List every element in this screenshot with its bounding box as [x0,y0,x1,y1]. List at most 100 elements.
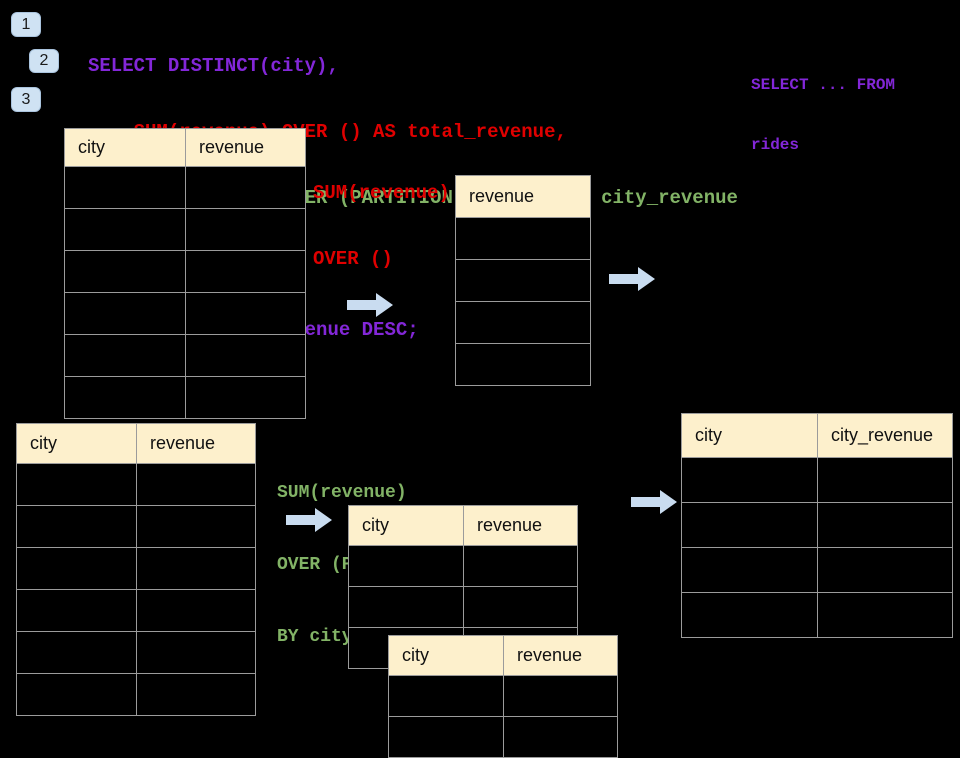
table-header-cell: city_revenue [817,413,953,458]
table-header-cell: city [388,635,504,676]
table-header-cell: revenue [185,128,306,167]
table-header-row: city revenue [64,128,306,167]
table-row [455,343,591,386]
table-cell [388,675,504,717]
table-row [16,631,256,674]
total-revenue-note: SUM(revenue) OVER () [313,138,450,292]
table-row [16,673,256,716]
table-cell [817,592,953,638]
table-row [16,463,256,506]
table-row [64,376,306,419]
table-cell [681,592,818,638]
table-row [681,592,953,638]
note-line: SUM(revenue) [313,182,450,204]
table-cell [185,376,306,419]
note-line: SUM(revenue) [277,483,407,503]
table-cell [185,208,306,251]
table-header-row: city revenue [16,423,256,464]
table-cell [455,301,591,344]
step-badge-3: 3 [11,87,41,112]
table-cell [388,716,504,758]
table-row [455,217,591,260]
table-header-row: city revenue [388,635,618,676]
table-cell [503,675,618,717]
side-note-line: rides [751,136,800,154]
table-result: city city_revenue [681,413,953,638]
table-cell [16,589,137,632]
table-row [388,675,618,717]
table-cell [681,502,818,548]
step-badge-2: 2 [29,49,59,73]
table-row [388,716,618,758]
table-cell [64,376,186,419]
table-source-top: city revenue [64,128,306,419]
table-total-revenue: revenue [455,175,591,386]
arrow-right-icon [631,490,677,514]
table-header-cell: revenue [455,175,591,218]
table-cell [64,166,186,209]
table-row [16,505,256,548]
table-cell [64,250,186,293]
table-row [64,334,306,377]
table-cell [817,457,953,503]
table-cell [185,292,306,335]
table-row [348,586,578,628]
table-header-cell: revenue [463,505,578,546]
table-header-cell: revenue [503,635,618,676]
table-cell [136,673,256,716]
table-cell [16,673,137,716]
table-cell [455,217,591,260]
table-header-row: city revenue [348,505,578,546]
table-cell [503,716,618,758]
table-row [64,208,306,251]
table-cell [681,547,818,593]
table-row [348,545,578,587]
table-cell [64,208,186,251]
select-from-note: SELECT ... FROM rides [751,35,895,175]
arrow-right-icon [347,293,393,317]
table-cell [16,631,137,674]
table-row [455,301,591,344]
table-cell [136,505,256,548]
table-row [16,547,256,590]
table-cell [16,547,137,590]
table-source-bottom: city revenue [16,423,256,716]
code-line-select: SELECT DISTINCT(city), [88,55,339,77]
arrow-right-icon [609,267,655,291]
table-header-cell: revenue [136,423,256,464]
table-row [16,589,256,632]
table-cell [463,586,578,628]
table-header-cell: city [16,423,137,464]
table-header-cell: city [64,128,186,167]
table-cell [136,631,256,674]
table-cell [348,545,464,587]
table-cell [681,457,818,503]
table-row [64,166,306,209]
table-cell [136,463,256,506]
table-cell [463,545,578,587]
table-cell [185,250,306,293]
table-cell [185,166,306,209]
table-cell [817,547,953,593]
arrow-right-icon [286,508,332,532]
note-line: OVER () [313,248,393,270]
table-cell [16,463,137,506]
table-row [681,457,953,503]
table-cell [348,586,464,628]
table-cell [136,547,256,590]
table-header-cell: city [681,413,818,458]
table-cell [185,334,306,377]
table-cell [136,589,256,632]
table-row [64,250,306,293]
table-row [455,259,591,302]
table-header-cell: city [348,505,464,546]
table-cell [817,502,953,548]
table-header-row: revenue [455,175,591,218]
table-cell [455,343,591,386]
table-header-row: city city_revenue [681,413,953,458]
table-cell [455,259,591,302]
table-row [64,292,306,335]
table-partition-b: city revenue [388,635,618,758]
table-cell [16,505,137,548]
side-note-line: SELECT ... FROM [751,76,896,94]
